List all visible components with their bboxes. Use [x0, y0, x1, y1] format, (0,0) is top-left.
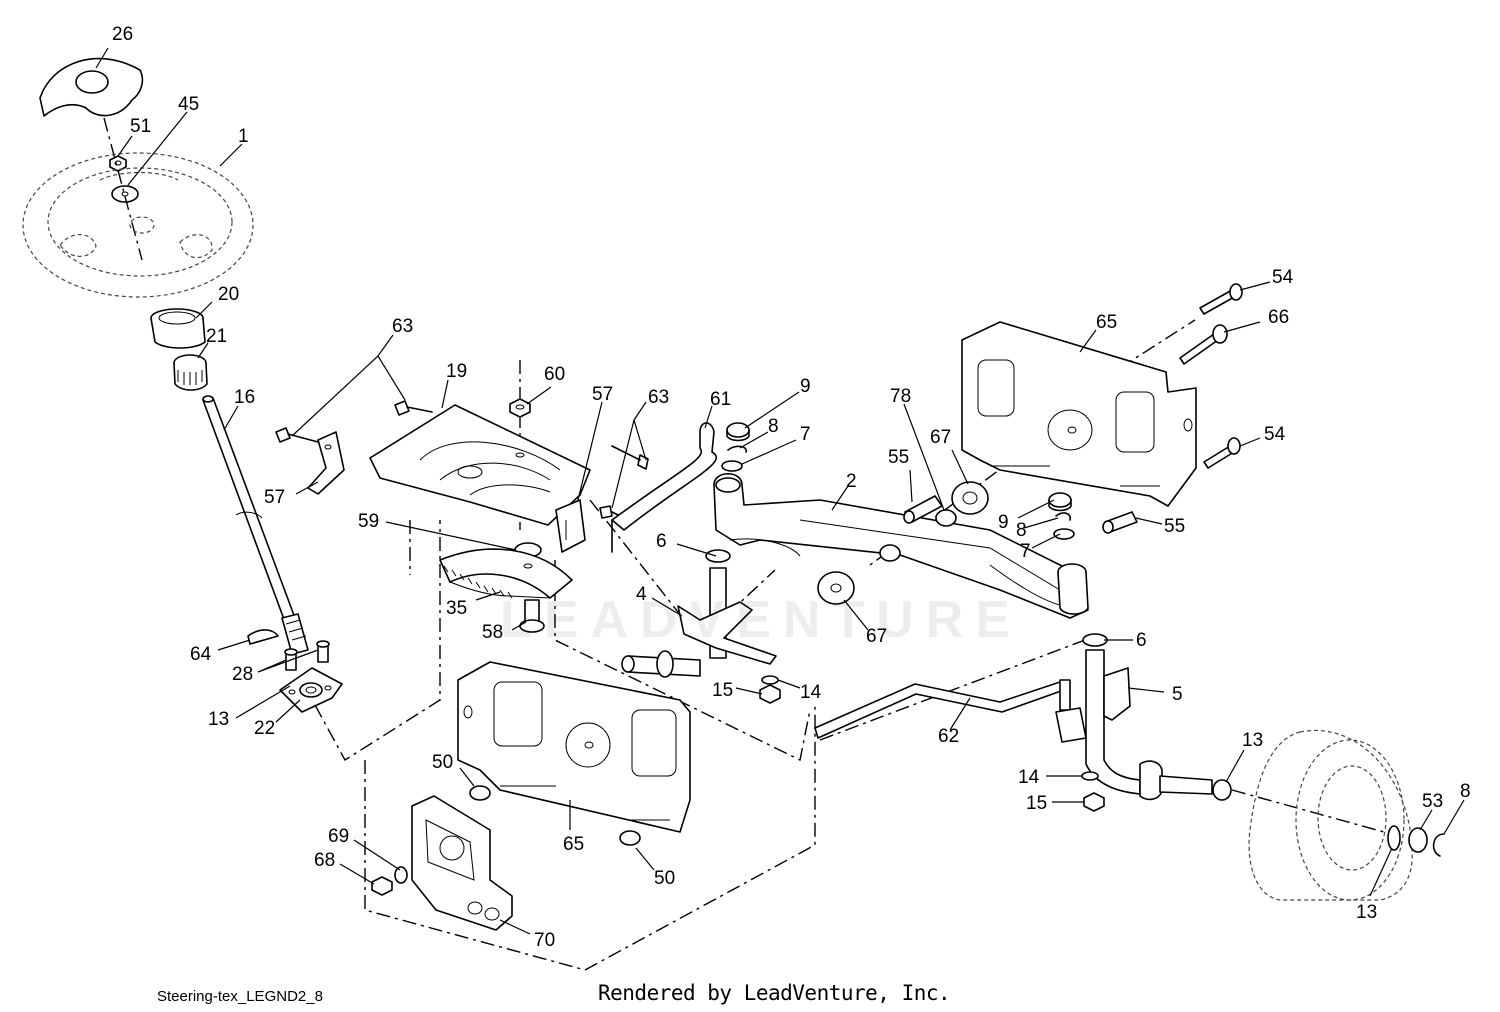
- callout-8-right: 8: [1016, 520, 1027, 541]
- axle-cover-plate: [411, 795, 513, 931]
- front-wheel: [1248, 729, 1413, 901]
- callout-14-right: 14: [1018, 767, 1040, 788]
- render-credit: Rendered by LeadVenture, Inc.: [598, 981, 951, 1005]
- callout-54-top: 54: [1272, 267, 1294, 288]
- callout-6-right: 6: [1136, 630, 1147, 651]
- callout-54-bottom: 54: [1264, 424, 1286, 445]
- steering-plate: [369, 404, 591, 553]
- left-cap-parts: [721, 422, 750, 472]
- callout-60: 60: [544, 364, 565, 385]
- lower-axle-bracket: [457, 661, 691, 833]
- steering-washer: [111, 185, 139, 203]
- callout-13-left: 13: [208, 709, 229, 730]
- callout-45: 45: [178, 94, 199, 115]
- right-cap-parts: [1048, 492, 1075, 540]
- callout-51: 51: [130, 116, 151, 137]
- plate-nut-lower: [371, 866, 408, 896]
- bracket-nuts: [469, 785, 641, 846]
- callout-19: 19: [446, 361, 467, 382]
- callout-69: 69: [328, 826, 349, 847]
- callout-2: 2: [846, 471, 857, 492]
- steering-shaft: [202, 395, 309, 655]
- steering-bushing: [150, 308, 206, 349]
- callout-14-left: 14: [800, 682, 822, 703]
- callout-50-bottom: 50: [654, 868, 675, 889]
- callout-5: 5: [1172, 684, 1183, 705]
- sector-gear: [439, 548, 573, 599]
- callout-13-bottom: 13: [1356, 902, 1377, 923]
- callout-55-right: 55: [1164, 516, 1185, 537]
- callout-61: 61: [710, 389, 731, 410]
- tie-rod: [814, 679, 1087, 743]
- callout-22: 22: [254, 718, 275, 739]
- leader-lines: [95, 47, 1465, 935]
- callout-9-right: 9: [998, 512, 1009, 533]
- leadventure-watermark: LEADVENTURE: [500, 591, 1023, 649]
- plate-nut: [509, 398, 531, 418]
- callout-70: 70: [534, 930, 555, 951]
- callout-35: 35: [446, 598, 467, 619]
- callout-63-right: 63: [648, 387, 669, 408]
- axle-spacer: [935, 509, 957, 527]
- callout-15-left: 15: [712, 680, 733, 701]
- callout-68: 68: [314, 850, 335, 871]
- right-tie-nut: [1081, 771, 1105, 812]
- left-tie-nut: [759, 675, 781, 704]
- callout-15-right: 15: [1026, 793, 1047, 814]
- callout-1: 1: [238, 126, 249, 147]
- left-spindle: [621, 549, 777, 678]
- callout-67-bottom: 67: [866, 626, 887, 647]
- callout-59: 59: [358, 511, 379, 532]
- steering-wheel-cap: [39, 57, 144, 117]
- callout-57-left: 57: [264, 487, 285, 508]
- wheel-hardware: [1212, 779, 1445, 857]
- callout-20: 20: [218, 284, 239, 305]
- callout-labels: 26 45 51 1 20 21 16 63 19 60 57 63 61 9 …: [112, 24, 1471, 951]
- callout-16: 16: [234, 387, 255, 408]
- steering-wheel: [22, 152, 254, 298]
- callout-26: 26: [112, 24, 133, 45]
- callout-53: 53: [1422, 791, 1443, 812]
- left-plate-bracket: [307, 431, 345, 495]
- callout-67-top: 67: [930, 427, 951, 448]
- bracket-bolts-right: [1179, 283, 1243, 469]
- callout-6-left: 6: [656, 531, 667, 552]
- axle-bushings: [903, 495, 1138, 534]
- diagram-code: Steering-tex_LEGND2_8: [157, 988, 323, 1005]
- callout-7-right: 7: [1020, 541, 1031, 562]
- callout-78: 78: [890, 386, 911, 407]
- callout-65-top: 65: [1096, 312, 1117, 333]
- callout-4: 4: [636, 584, 647, 605]
- shoulder-bolt: [519, 599, 545, 633]
- callout-66: 66: [1268, 307, 1289, 328]
- callout-28: 28: [232, 664, 253, 685]
- bracket-bolts: [284, 640, 330, 671]
- callout-62: 62: [938, 726, 959, 747]
- axle-pivot-washers: [817, 481, 989, 605]
- upper-axle-bracket: [961, 321, 1197, 507]
- callout-65-bottom: 65: [563, 834, 584, 855]
- steering-bearing: [173, 354, 208, 391]
- callout-8-wheel: 8: [1460, 781, 1471, 802]
- callout-7-left: 7: [800, 424, 811, 445]
- callout-63-left: 63: [392, 316, 413, 337]
- right-spindle: [1082, 633, 1213, 801]
- callout-13-top: 13: [1242, 730, 1263, 751]
- callout-58: 58: [482, 622, 503, 643]
- callout-64: 64: [190, 644, 212, 665]
- steering-support-bracket: [279, 667, 343, 713]
- callout-8-left: 8: [768, 416, 779, 437]
- callout-50-top: 50: [432, 752, 453, 773]
- callout-9-left: 9: [800, 376, 811, 397]
- front-axle: [713, 472, 1089, 619]
- cotter-pin: [247, 629, 279, 645]
- callout-21: 21: [206, 326, 227, 347]
- drag-link: [611, 422, 718, 553]
- callout-55-left: 55: [888, 447, 909, 468]
- callout-57-right: 57: [592, 384, 613, 405]
